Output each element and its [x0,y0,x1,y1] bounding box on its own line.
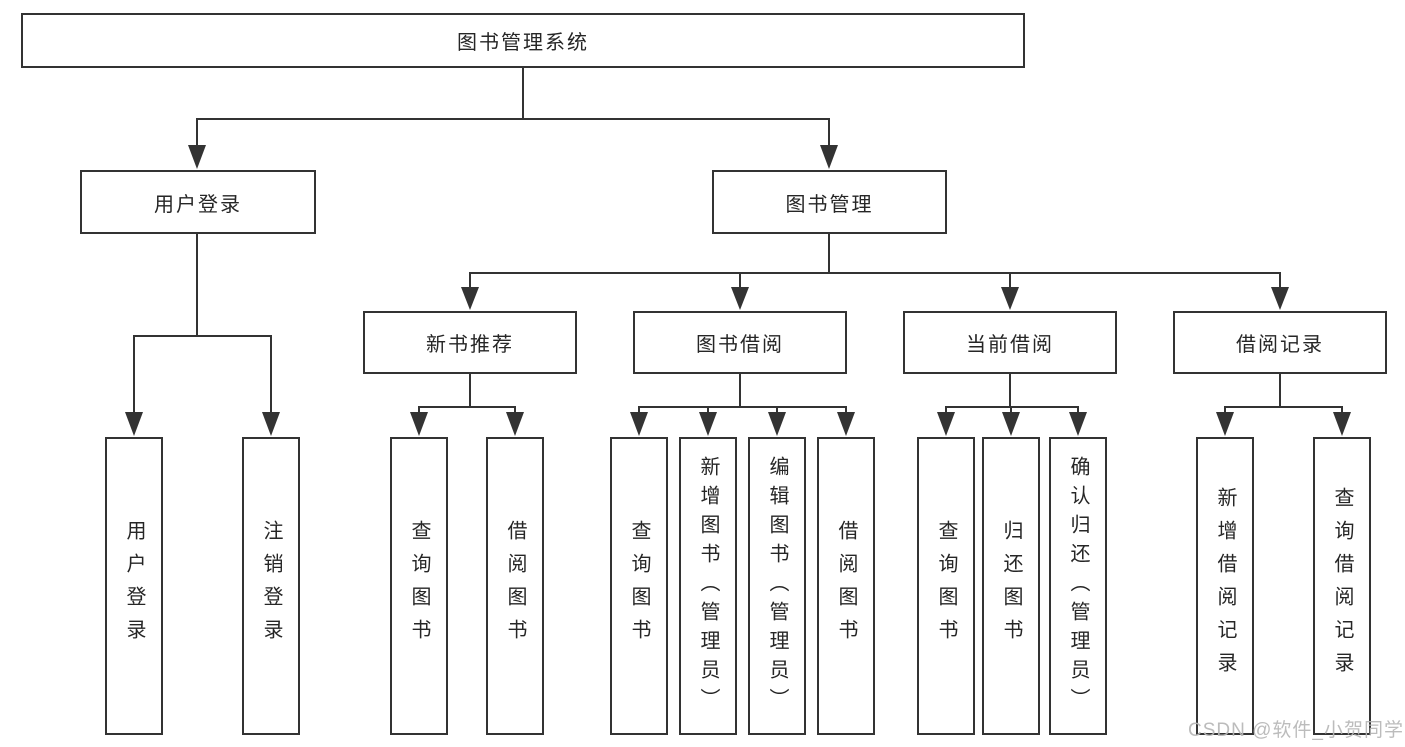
leaf-label: 借阅图书 [835,520,857,652]
leaf-query-book: 查询图书 [610,437,668,735]
leaf-label: 查询图书 [935,520,957,652]
leaf-label: 查询图书 [408,520,430,652]
node-current-borrowing: 当前借阅 [903,311,1117,374]
node-book-borrowing: 图书借阅 [633,311,847,374]
leaf-label: 查询借阅记录 [1331,487,1353,685]
leaf-return-book: 归还图书 [982,437,1040,735]
leaf-confirm-return-admin: 确认归还（管理员） [1049,437,1107,735]
csdn-watermark: CSDN @软件_小贺同学 [1188,720,1404,741]
leaf-add-book-admin: 新增图书（管理员） [679,437,737,735]
node-label: 图书管理 [785,193,874,216]
leaf-edit-book-admin: 编辑图书（管理员） [748,437,806,735]
node-new-book-recommendation: 新书推荐 [363,311,577,374]
leaf-query-book: 查询图书 [917,437,975,735]
node-borrowing-records: 借阅记录 [1173,311,1387,374]
node-label: 借阅记录 [1236,334,1324,356]
leaf-add-borrow-record: 新增借阅记录 [1196,437,1254,735]
node-label: 图书管理系统 [457,32,589,54]
arrowheads [125,145,1351,436]
node-label: 新书推荐 [426,334,514,356]
leaf-query-borrow-record: 查询借阅记录 [1313,437,1371,735]
node-user-login: 用户登录 [80,170,316,234]
leaf-label: 查询图书 [628,520,650,652]
leaf-label: 注销登录 [260,520,282,652]
leaf-user-login: 用户登录 [105,437,163,735]
node-label: 用户登录 [154,193,242,216]
node-book-management: 图书管理 [712,170,947,234]
leaf-logout: 注销登录 [242,437,300,735]
leaf-label: 新增借阅记录 [1214,487,1236,685]
node-label: 图书借阅 [696,334,784,356]
leaf-label: 归还图书 [1000,520,1022,652]
leaf-label: 借阅图书 [504,520,526,652]
leaf-borrow-book: 借阅图书 [486,437,544,735]
leaf-label: 编辑图书（管理员） [766,455,788,717]
leaf-label: 新增图书（管理员） [697,455,719,717]
leaf-borrow-book: 借阅图书 [817,437,875,735]
node-library-management-system: 图书管理系统 [21,13,1025,68]
node-label: 当前借阅 [966,334,1054,356]
leaf-label: 用户登录 [123,520,145,652]
leaf-query-book: 查询图书 [390,437,448,735]
leaf-label: 确认归还（管理员） [1067,455,1089,717]
